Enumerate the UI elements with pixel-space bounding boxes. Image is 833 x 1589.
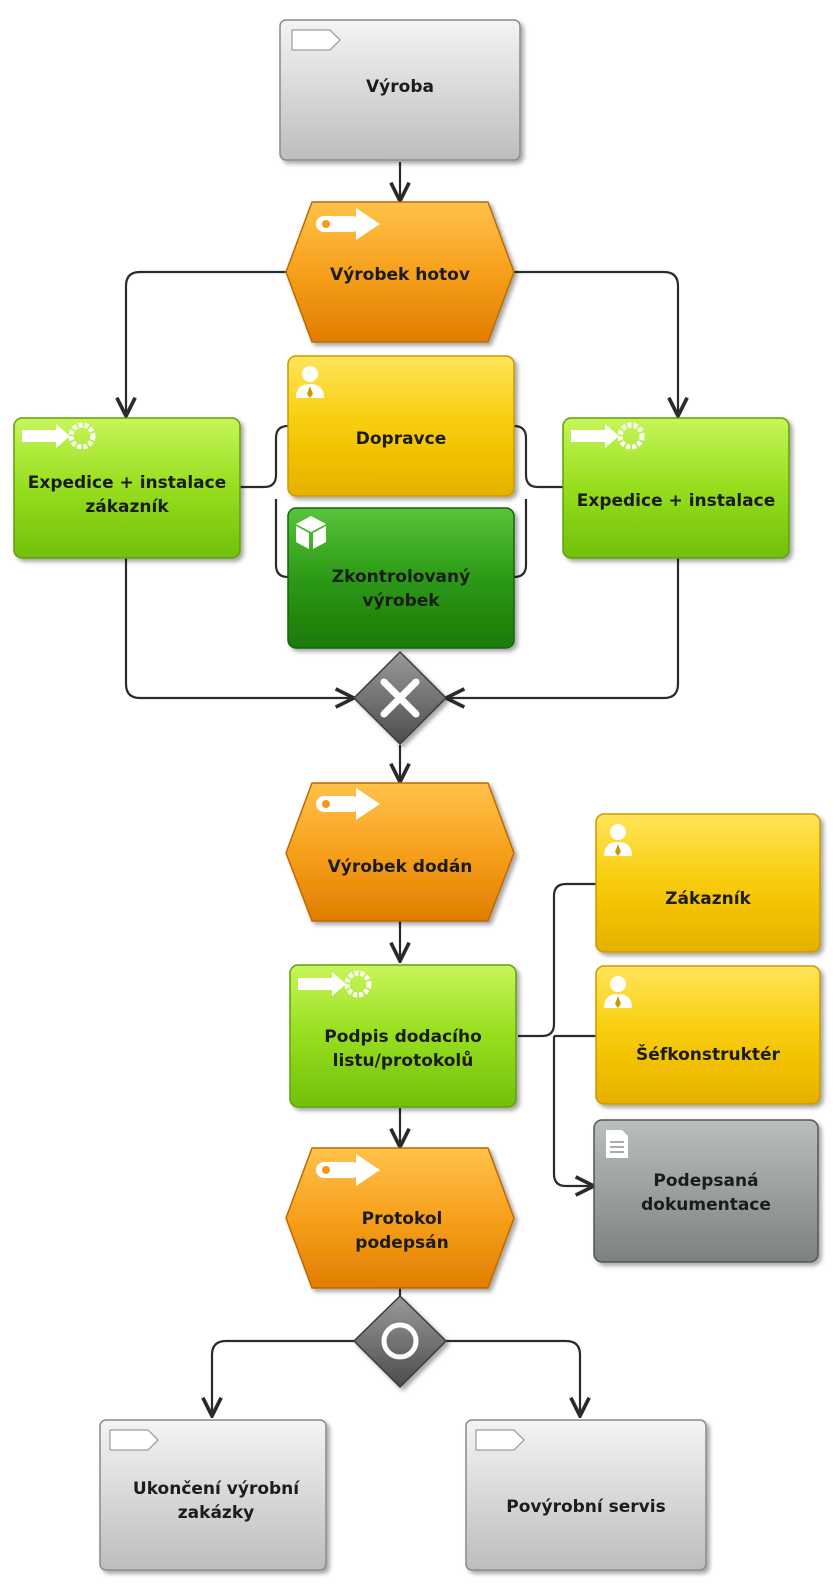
node-expedice-zakaznik[interactable]: Expedice + instalace zákazník [13, 417, 241, 559]
connectors [126, 162, 678, 1416]
connector-right-xor [446, 558, 680, 698]
label-line: Dopravce [356, 429, 447, 449]
node-ukonceni-zakazky[interactable]: Ukončení výrobní zakázky [99, 1419, 327, 1571]
label-line: Expedice + instalace [577, 491, 776, 511]
label-line: podepsán [355, 1233, 448, 1253]
label-line: listu/protokolů [333, 1049, 474, 1071]
node-expedice-instalace[interactable]: Expedice + instalace [562, 417, 790, 559]
node-label: Protokol podepsán [355, 1209, 448, 1253]
function-icon [298, 970, 372, 998]
node-xor-gateway[interactable] [352, 650, 448, 746]
node-label: Zkontrolovaný výrobek [332, 567, 470, 611]
node-label: Výroba [366, 77, 434, 97]
org-unit-shape [287, 355, 515, 497]
cube-icon [296, 516, 326, 549]
function-icon [22, 422, 96, 450]
document-shape [593, 1119, 819, 1263]
label-line: Expedice + instalace [28, 473, 227, 493]
label-line: Zákazník [665, 889, 751, 909]
node-label: Expedice + instalace zákazník [28, 473, 227, 517]
event-icon [316, 788, 380, 820]
label-line: Povýrobní servis [506, 1497, 665, 1517]
node-sefkonstrukter[interactable]: Šéfkonstruktér [595, 965, 821, 1105]
event-icon [316, 208, 380, 240]
node-label: Expedice + instalace [577, 491, 776, 511]
node-label: Šéfkonstruktér [636, 1043, 780, 1065]
function-shape [13, 417, 241, 559]
connector-brace-right [513, 424, 563, 579]
org-unit-shape [595, 813, 821, 953]
xor-icon [380, 678, 420, 718]
person-icon [604, 976, 632, 1008]
node-protokol-podepsan[interactable]: Protokol podepsán [285, 1147, 515, 1289]
process-interface-icon [109, 1429, 159, 1451]
node-label: Povýrobní servis [506, 1497, 665, 1517]
event-shape [285, 1147, 515, 1289]
org-unit-shape [595, 965, 821, 1105]
node-label: Dopravce [356, 429, 447, 449]
event-shape [285, 201, 515, 343]
node-or-gateway[interactable] [352, 1294, 448, 1389]
node-vyroba[interactable]: Výroba [279, 19, 521, 161]
process-interface-icon [291, 29, 341, 51]
product-shape [287, 507, 515, 649]
function-shape [562, 417, 790, 559]
person-icon [296, 366, 324, 398]
event-icon [316, 1154, 380, 1186]
label-line: Šéfkonstruktér [636, 1043, 780, 1065]
connector-and-right [446, 1339, 580, 1416]
node-label: Výrobek dodán [328, 857, 473, 877]
node-vyrobek-hotov[interactable]: Výrobek hotov [285, 201, 515, 343]
process-interface-shape [99, 1419, 327, 1571]
node-podepsana-dokumentace[interactable]: Podepsaná dokumentace [593, 1119, 819, 1263]
connector-left-xor [124, 558, 354, 698]
circle-icon [381, 1322, 419, 1360]
function-icon [571, 422, 645, 450]
node-label: Podepsaná dokumentace [641, 1171, 771, 1215]
node-label: Výrobek hotov [330, 265, 470, 285]
connector-hotov-right [512, 270, 678, 416]
function-shape [289, 964, 517, 1108]
label-line: dokumentace [641, 1195, 771, 1215]
node-label: Zákazník [665, 889, 751, 909]
label-line: Podepsaná [653, 1171, 758, 1191]
node-zakaznik[interactable]: Zákazník [595, 813, 821, 953]
label-line: Ukončení výrobní [133, 1479, 300, 1499]
process-interface-icon [475, 1429, 525, 1451]
process-interface-shape [465, 1419, 707, 1571]
label-line: Protokol [362, 1209, 443, 1229]
node-dopravce[interactable]: Dopravce [287, 355, 515, 497]
document-icon [606, 1130, 628, 1158]
event-shape [285, 782, 515, 922]
node-povyrobni-servis[interactable]: Povýrobní servis [465, 1419, 707, 1571]
connector-hotov-left [126, 270, 290, 416]
label-line: výrobek [362, 591, 440, 611]
label-line: Výroba [366, 77, 434, 97]
label-line: zakázky [178, 1503, 254, 1523]
process-interface-shape [279, 19, 521, 161]
label-line: Zkontrolovaný [332, 567, 470, 587]
node-zkontrolovany-vyrobek[interactable]: Zkontrolovaný výrobek [287, 507, 515, 649]
label-line: Výrobek hotov [330, 265, 470, 285]
node-vyrobek-dodan[interactable]: Výrobek dodán [285, 782, 515, 922]
gateway-shape [352, 1294, 448, 1389]
connector-brace-left [240, 424, 289, 579]
connector-and-left [212, 1339, 354, 1416]
label-line: Výrobek dodán [328, 857, 473, 877]
connector-podpis-org [518, 882, 596, 1186]
label-line: zákazník [85, 497, 169, 517]
node-label: Ukončení výrobní zakázky [133, 1479, 300, 1523]
label-line: Podpis dodacího [324, 1027, 482, 1047]
person-icon [604, 824, 632, 856]
